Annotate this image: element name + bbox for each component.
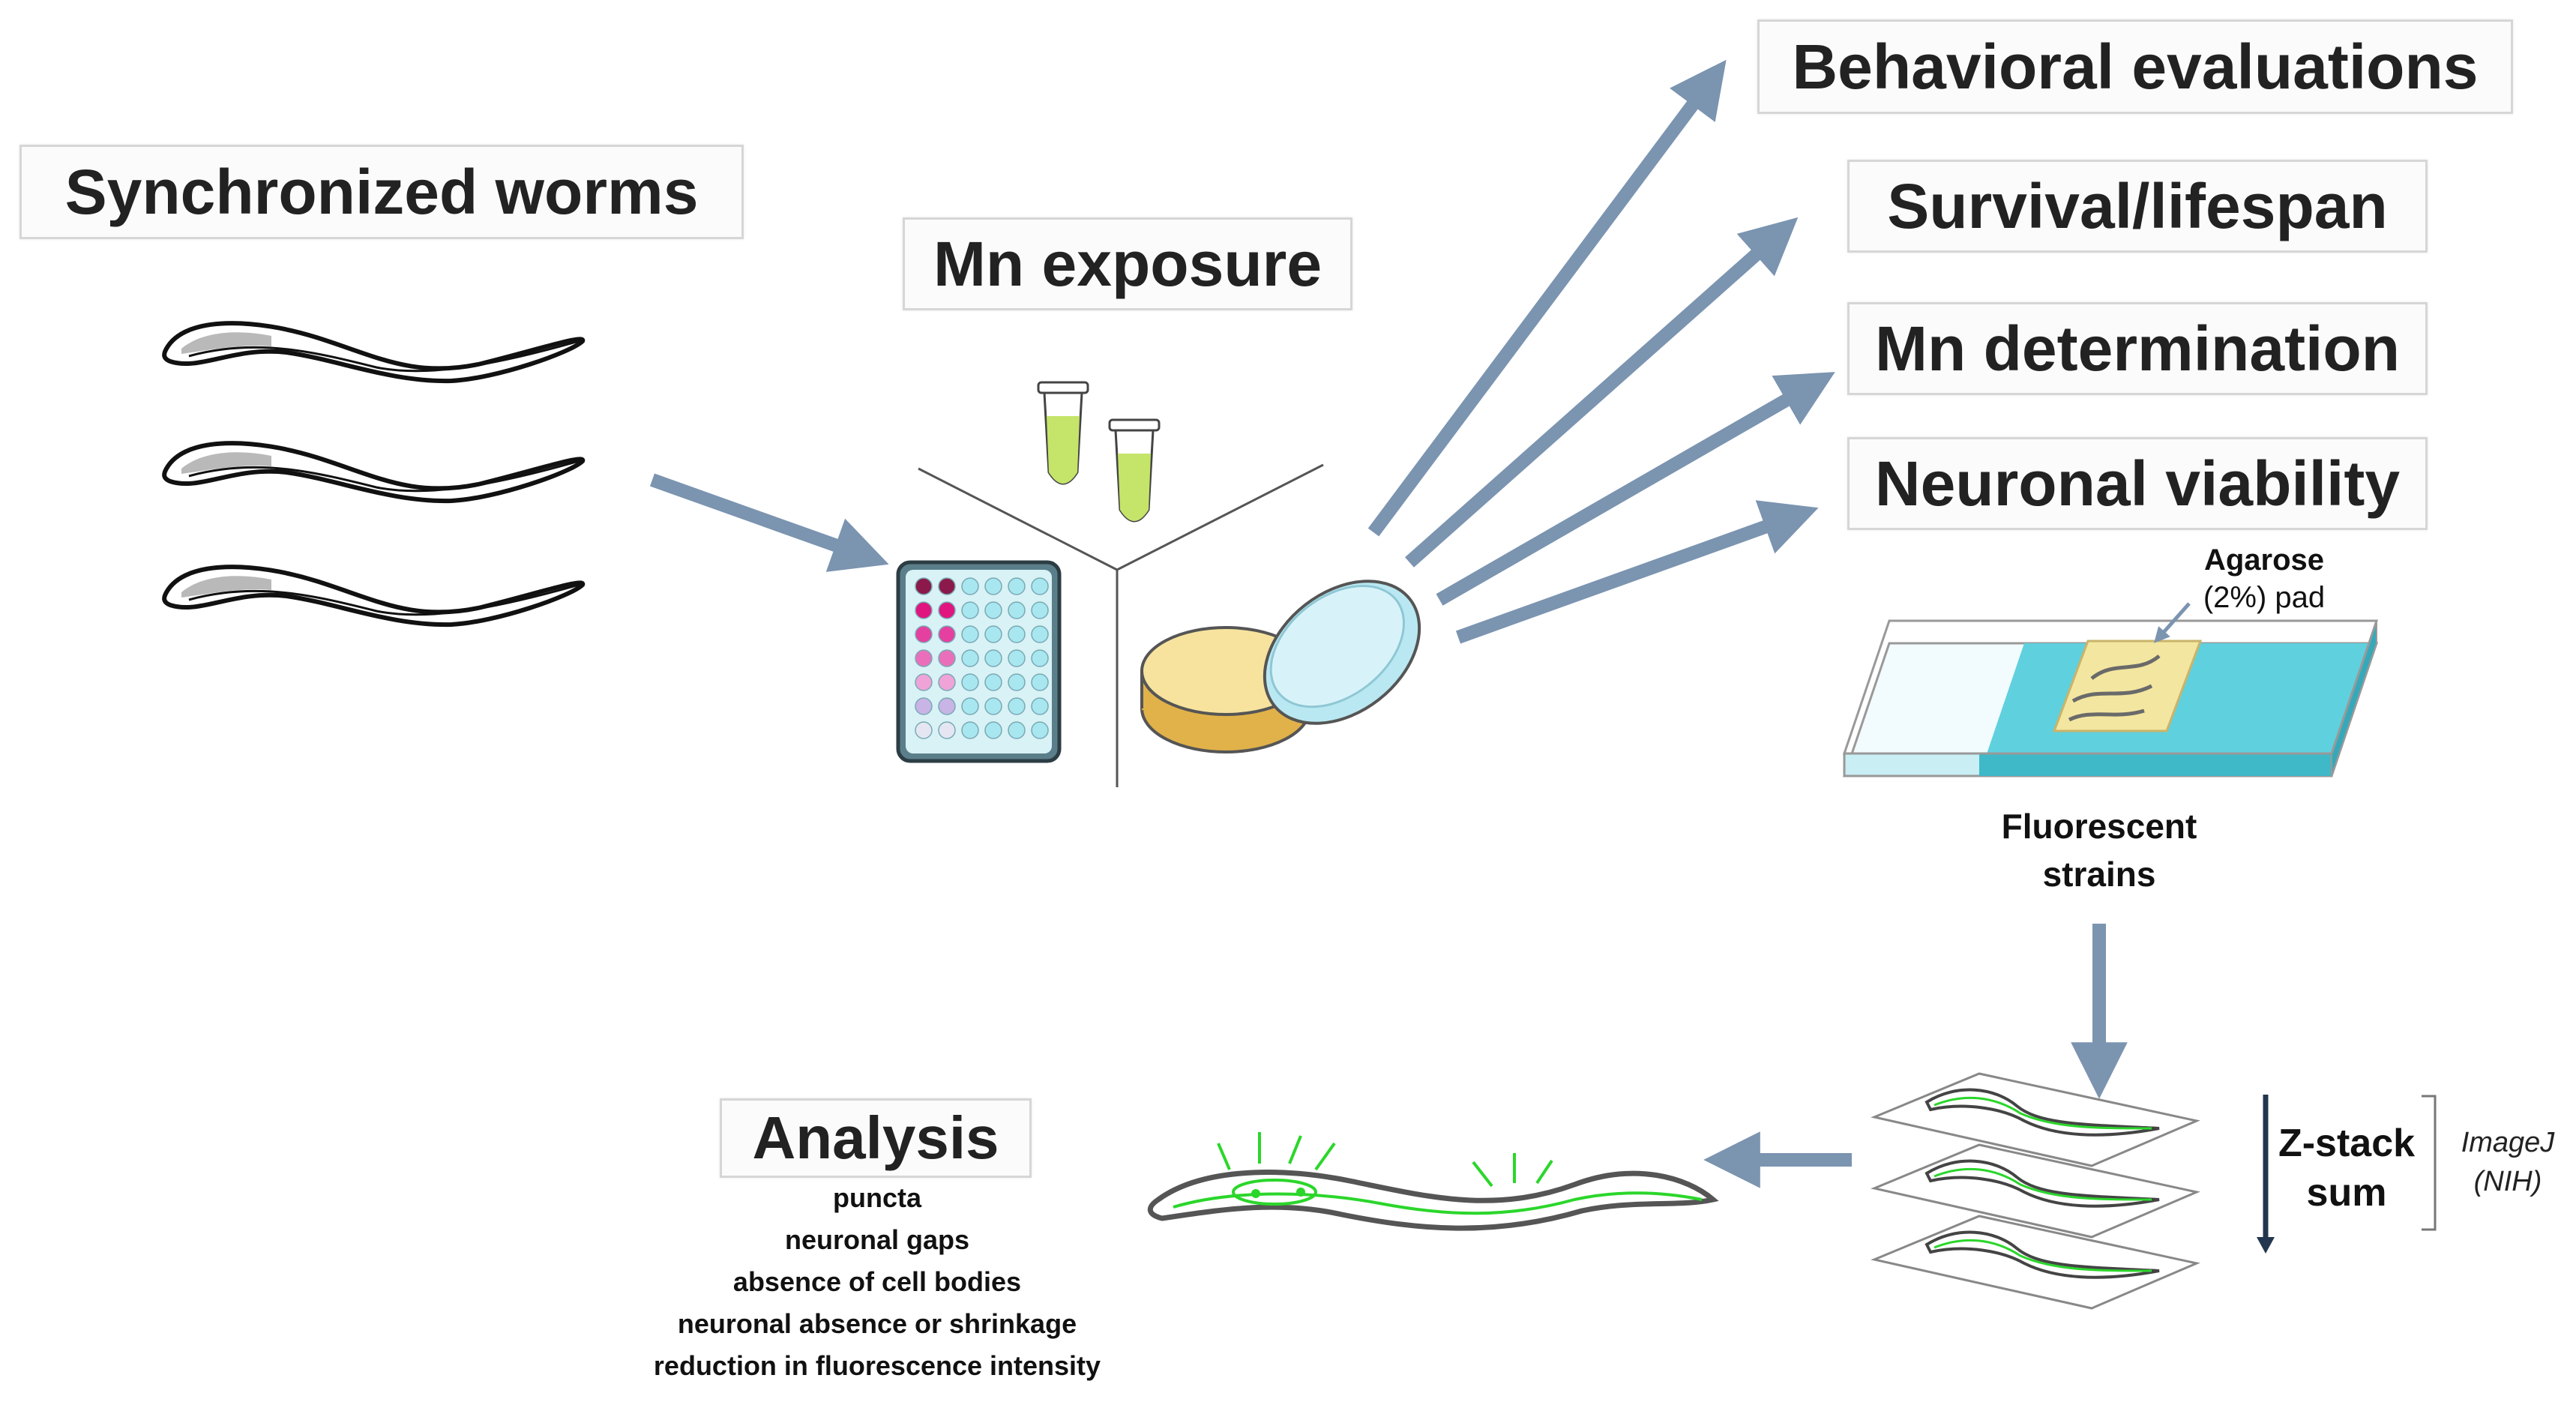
microtube-icon <box>1108 418 1161 523</box>
microtube-icon <box>1037 381 1089 485</box>
behavioral-evaluations-label: Behavioral evaluations <box>1757 19 2513 114</box>
well <box>938 697 956 715</box>
well <box>961 577 979 595</box>
well <box>915 577 933 595</box>
well <box>1008 673 1026 691</box>
well <box>984 649 1002 667</box>
fluorescent-worm-icon <box>1147 1132 1719 1231</box>
worm-icon <box>164 443 583 501</box>
well <box>984 601 1002 619</box>
analysis-item: neuronal gaps <box>784 1224 970 1255</box>
z-stack-layer <box>1871 1143 2200 1239</box>
fan-arrows <box>1367 59 1835 644</box>
fluorescent-strains-label: Fluorescent strains <box>1964 802 2234 898</box>
well <box>915 625 933 643</box>
flow-arrow <box>649 473 889 572</box>
microscope-slide-icon <box>1842 602 2379 777</box>
analysis-item: absence of cell bodies <box>732 1266 1022 1297</box>
well <box>915 721 933 739</box>
agarose-line-1: Agarose <box>2203 544 2325 577</box>
well-plate-icon <box>896 560 1062 763</box>
well <box>1008 721 1026 739</box>
well <box>1031 601 1049 619</box>
well <box>961 697 979 715</box>
analysis-item: neuronal absence or shrinkage <box>677 1308 1077 1339</box>
well <box>961 673 979 691</box>
zstack-line-1: Z-stack <box>2278 1122 2416 1165</box>
z-stack-icon <box>1871 1072 2437 1310</box>
z-stack-layer <box>1871 1215 2200 1310</box>
well <box>938 601 956 619</box>
well <box>1031 697 1049 715</box>
agarose-label: Agarose (2%) pad <box>2152 541 2377 616</box>
worm-icon <box>164 567 583 625</box>
imagej-line-1: ImageJ <box>2461 1127 2555 1158</box>
well <box>1031 673 1049 691</box>
imagej-label: ImageJ (NIH) <box>2444 1123 2572 1201</box>
well <box>938 721 956 739</box>
well <box>938 577 956 595</box>
well <box>915 697 933 715</box>
divider-lines <box>918 463 1324 787</box>
well <box>938 673 956 691</box>
well <box>1031 721 1049 739</box>
petri-dish-icon <box>1140 580 1421 753</box>
zstack-sum-label: Z-stack sum <box>2272 1119 2422 1218</box>
well <box>961 721 979 739</box>
well <box>1031 625 1049 643</box>
analysis-label: Analysis <box>720 1098 1032 1178</box>
well <box>984 721 1002 739</box>
zstack-line-2: sum <box>2306 1171 2387 1215</box>
mn-determination-label: Mn determination <box>1847 302 2428 395</box>
well <box>938 625 956 643</box>
fluorescent-line-1: Fluorescent <box>2001 807 2197 846</box>
imagej-line-2: (NIH) <box>2473 1166 2542 1197</box>
well <box>1008 625 1026 643</box>
well <box>915 601 933 619</box>
well <box>1031 577 1049 595</box>
neuronal-viability-label: Neuronal viability <box>1847 437 2428 530</box>
well <box>984 673 1002 691</box>
well <box>984 577 1002 595</box>
fluorescent-line-2: strains <box>2042 855 2156 894</box>
worm-icon <box>164 323 583 381</box>
well <box>984 625 1002 643</box>
agarose-line-2: (2%) pad <box>2203 581 2326 614</box>
analysis-item: puncta <box>832 1182 921 1213</box>
well <box>961 625 979 643</box>
well <box>984 697 1002 715</box>
well <box>1008 697 1026 715</box>
well <box>961 601 979 619</box>
survival-lifespan-label: Survival/lifespan <box>1847 160 2428 253</box>
well <box>1008 601 1026 619</box>
well <box>1031 649 1049 667</box>
well <box>1008 649 1026 667</box>
well <box>961 649 979 667</box>
analysis-item: reduction in fluorescence intensity <box>653 1350 1101 1381</box>
well <box>915 649 933 667</box>
analysis-list: puncta neuronal gaps absence of cell bod… <box>570 1177 1185 1387</box>
well <box>1008 577 1026 595</box>
well <box>915 673 933 691</box>
mn-exposure-label: Mn exposure <box>903 217 1352 310</box>
well <box>938 649 956 667</box>
z-stack-layer <box>1871 1072 2200 1167</box>
synchronized-worms-label: Synchronized worms <box>19 145 744 239</box>
